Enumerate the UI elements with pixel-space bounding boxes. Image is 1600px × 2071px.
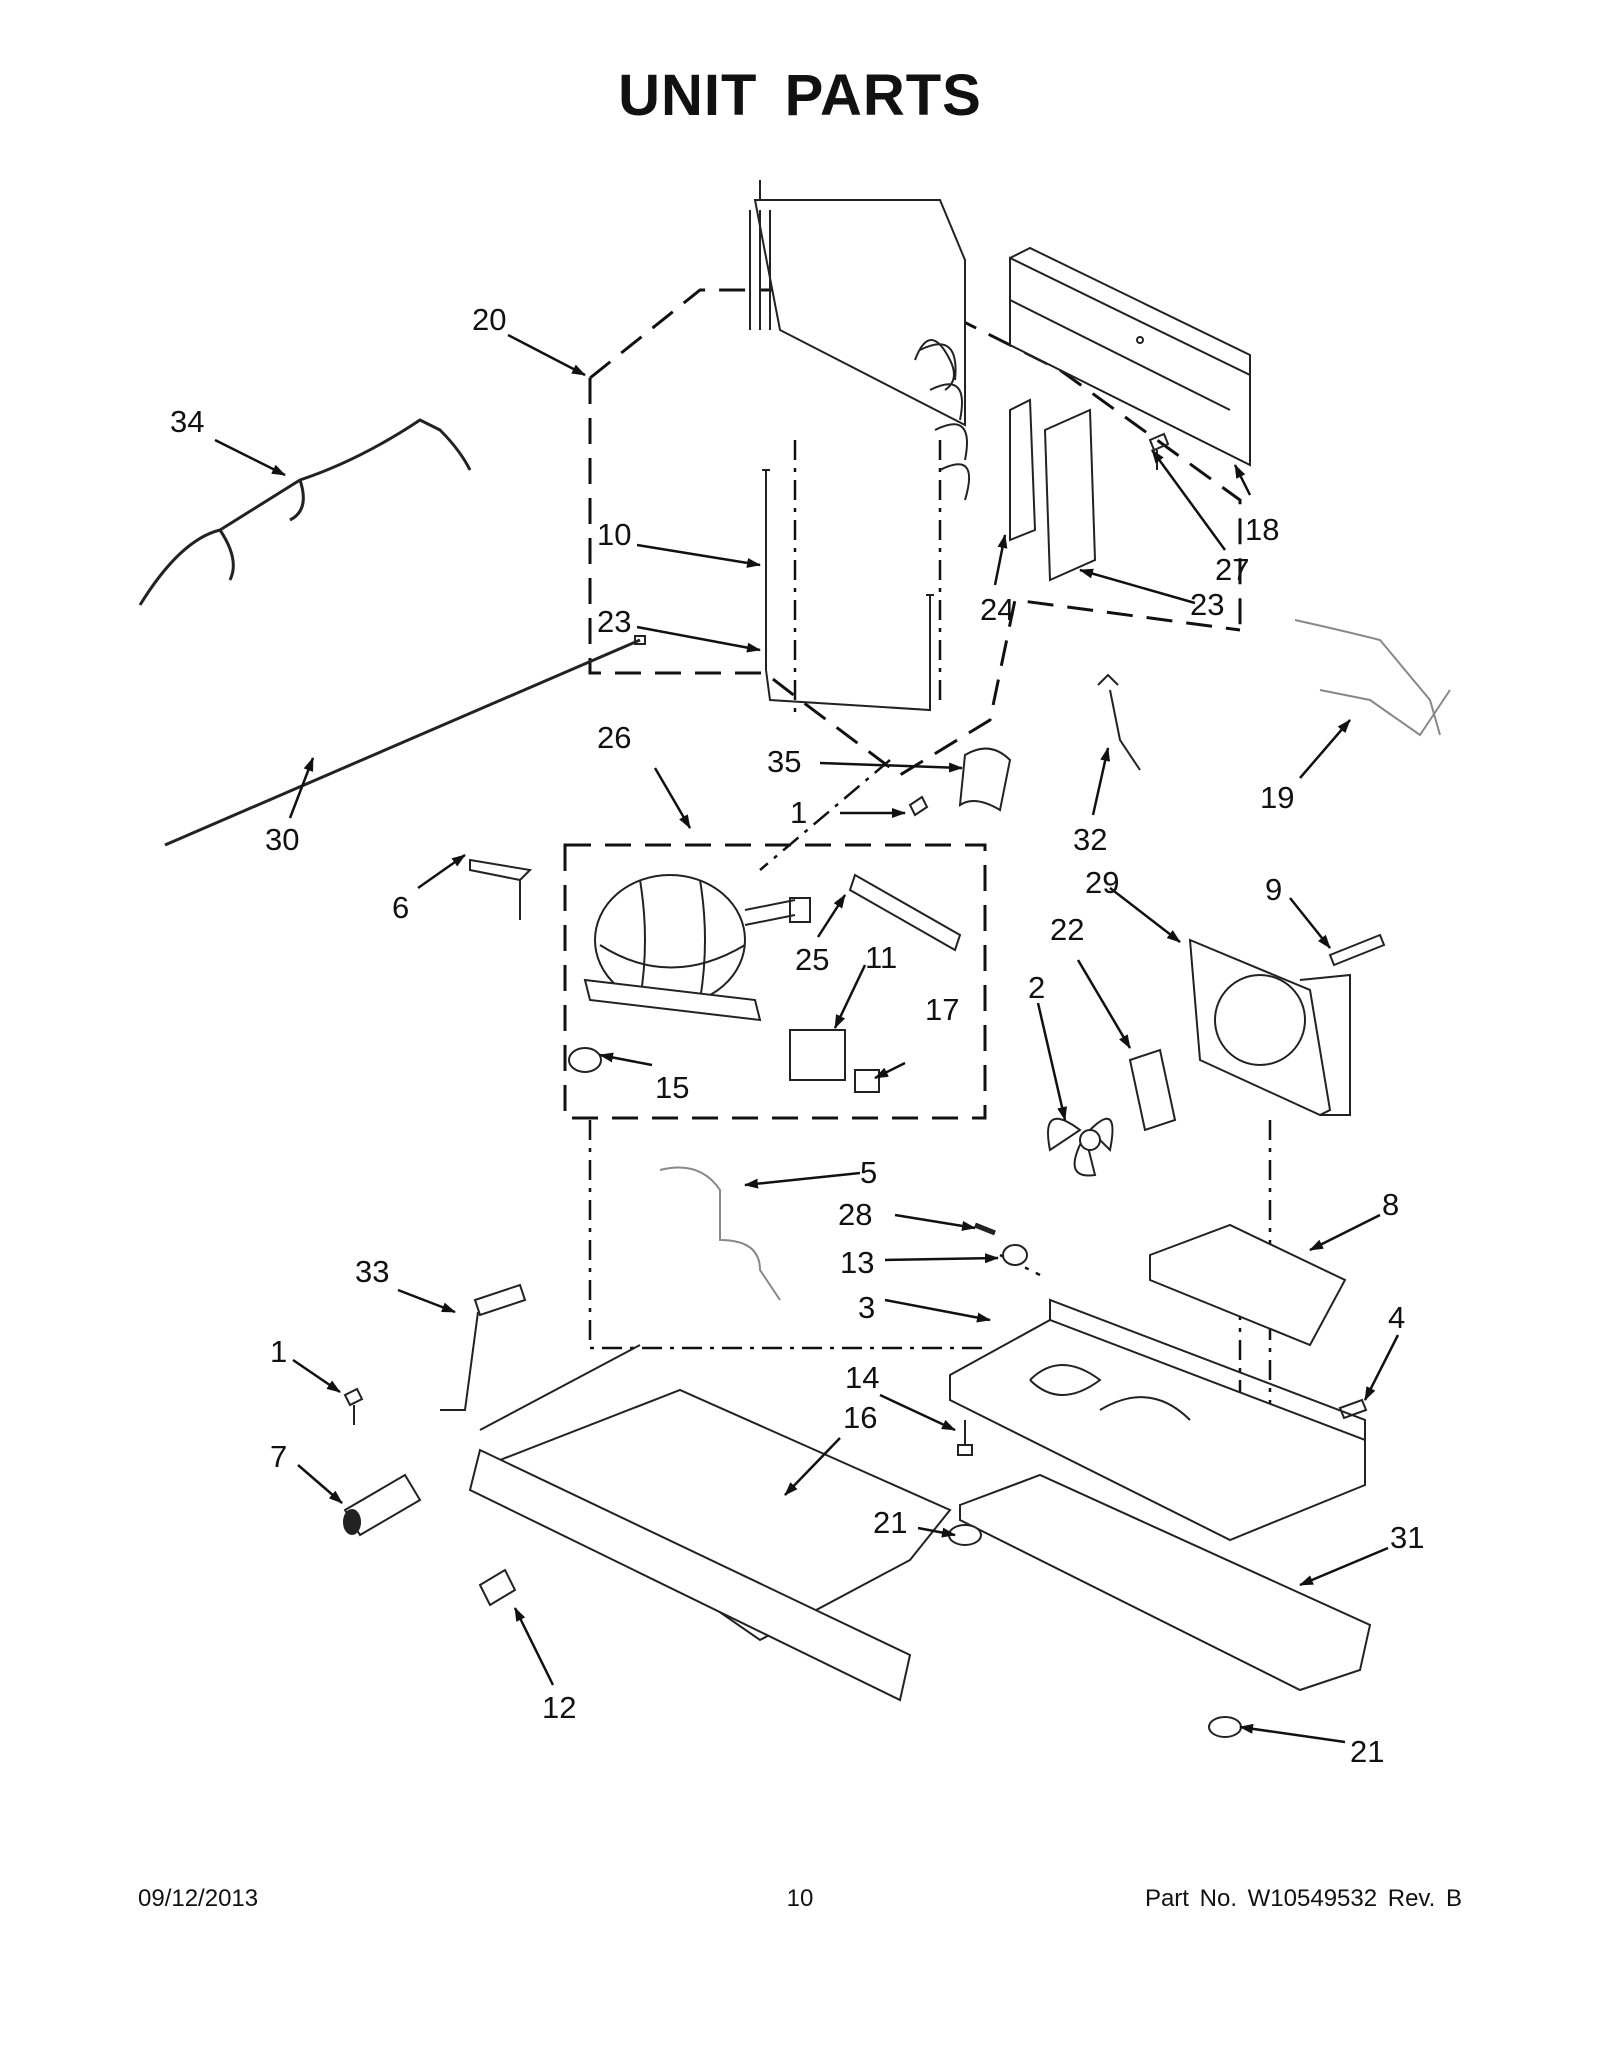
callout-label: 3	[858, 1290, 875, 1325]
callout-label: 19	[1260, 780, 1294, 815]
bracket-24	[1009, 398, 1037, 542]
callout-label: 18	[1245, 512, 1279, 547]
wire-harness-34	[138, 418, 472, 606]
callout-label: 15	[655, 1070, 689, 1105]
callout-label: 11	[865, 940, 897, 975]
part-8	[1149, 1223, 1347, 1347]
callout-label: 29	[1085, 865, 1119, 900]
callout-label: 26	[597, 720, 631, 755]
evaporator-assembly-outline	[588, 288, 1242, 777]
cap-17	[854, 1069, 880, 1093]
part-9	[1328, 933, 1386, 967]
callout-label: 35	[767, 744, 801, 779]
callout-label: 2	[1028, 970, 1045, 1005]
callout-label: 21	[873, 1505, 907, 1540]
callout-label: 13	[840, 1245, 874, 1280]
callout-label: 14	[845, 1360, 879, 1395]
thermistor-32	[1097, 673, 1141, 771]
callout-label: 32	[1073, 822, 1107, 857]
fan-motor-22	[1128, 1048, 1177, 1132]
page-title: UNIT PARTS	[618, 63, 982, 128]
screw-1-upper	[908, 795, 929, 817]
callout-label: 28	[838, 1197, 872, 1232]
leader-arrows	[214, 333, 1400, 1744]
callout-label: 23	[597, 604, 631, 639]
screw-1-lower	[343, 1387, 364, 1425]
tube-19	[1294, 619, 1451, 737]
callout-label: 1	[270, 1334, 287, 1369]
foot-21-lower	[1208, 1716, 1242, 1738]
callout-label: 21	[1350, 1734, 1384, 1769]
condenser-16	[468, 1344, 952, 1702]
cover-box-18	[1009, 246, 1251, 467]
base-pan-3	[949, 1298, 1366, 1542]
assembly-outlines	[563, 288, 1242, 1120]
footer-part-number: Part No. W10549532 Rev. B	[1144, 1885, 1462, 1912]
callout-label: 23	[1190, 587, 1224, 622]
clip-12	[478, 1568, 517, 1607]
callout-label: 4	[1388, 1300, 1405, 1335]
callout-label: 24	[980, 592, 1014, 627]
callout-label: 1	[790, 795, 807, 830]
callout-label: 31	[1390, 1520, 1424, 1555]
compressor-assembly-outline	[563, 843, 987, 1120]
callout-label: 27	[1215, 552, 1249, 587]
callout-label: 12	[542, 1690, 576, 1725]
callout-label: 8	[1382, 1187, 1399, 1222]
part-33	[440, 1283, 527, 1411]
clip-35	[958, 747, 1012, 812]
part-28	[974, 1222, 996, 1236]
callout-label: 33	[355, 1254, 389, 1289]
screw-14	[957, 1420, 973, 1456]
pan-31	[959, 1473, 1372, 1692]
footer-date: 09/12/2013	[138, 1885, 259, 1912]
defrost-heater	[765, 470, 931, 712]
callout-label: 25	[795, 942, 829, 977]
screw-4	[1338, 1398, 1368, 1420]
callout-label: 17	[925, 992, 959, 1027]
relay-11	[789, 1029, 846, 1081]
callout-label: 16	[843, 1400, 877, 1435]
callout-labels: 20 34 10 23 24 23 27 18 30 26 35 1 32 19…	[170, 302, 1424, 1769]
callout-label: 9	[1265, 872, 1282, 907]
callout-label: 30	[265, 822, 299, 857]
callout-label: 7	[270, 1439, 287, 1474]
compressor	[583, 874, 811, 1022]
tube-5	[659, 1166, 781, 1301]
footer-page-number: 10	[786, 1885, 814, 1912]
evaporator-coil	[749, 180, 970, 501]
callout-label: 22	[1050, 912, 1084, 947]
wire-30	[164, 638, 641, 847]
callout-label: 10	[597, 517, 631, 552]
grommet-15	[568, 1047, 602, 1073]
fan-shroud-29	[1188, 938, 1351, 1117]
bracket-23	[1043, 408, 1097, 582]
callout-label: 34	[170, 404, 204, 439]
callout-label: 20	[472, 302, 506, 337]
bracket-6	[469, 858, 533, 920]
grommet-13	[1002, 1244, 1028, 1266]
filter-drier-25	[848, 873, 962, 952]
callout-label: 5	[860, 1155, 877, 1190]
callout-label: 6	[392, 890, 409, 925]
fan-blade-2	[1047, 1117, 1114, 1177]
